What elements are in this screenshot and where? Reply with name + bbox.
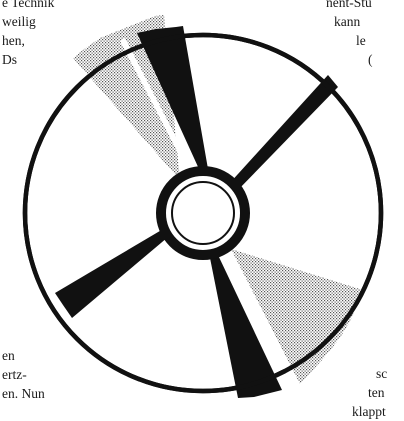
disc-center-hole <box>172 182 234 244</box>
